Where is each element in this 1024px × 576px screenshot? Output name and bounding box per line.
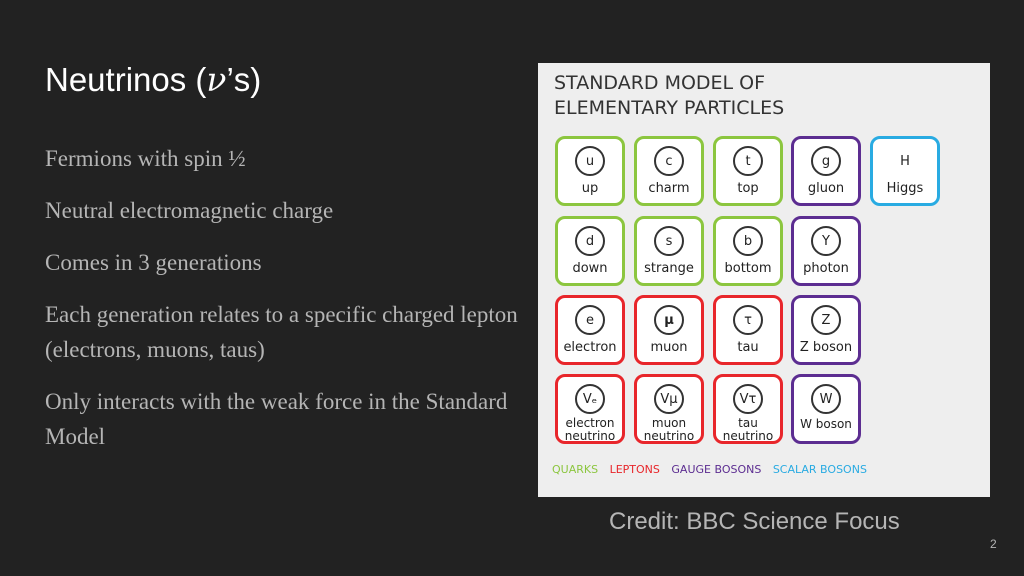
particle-name: strange xyxy=(644,261,694,276)
nu-symbol: ν xyxy=(206,60,227,99)
particle-card-charm: c charm xyxy=(634,136,704,206)
particle-symbol: c xyxy=(654,146,684,176)
particle-symbol: Vτ xyxy=(733,384,763,414)
legend-gauge-bosons: GAUGE BOSONS xyxy=(671,463,762,476)
particle-card-electron: e electron xyxy=(555,295,625,365)
particle-symbol: b xyxy=(733,226,763,256)
particle-card-down: d down xyxy=(555,216,625,286)
particle-name-line-1: muon xyxy=(651,416,687,430)
particle-name: tau neutrino xyxy=(716,417,780,443)
title-text: Neutrinos ( xyxy=(45,61,207,98)
particle-symbol: u xyxy=(575,146,605,176)
image-credit: Credit: BBC Science Focus xyxy=(609,508,900,535)
particle-name-line-1: tau xyxy=(738,416,758,430)
particle-card-strange: s strange xyxy=(634,216,704,286)
standard-model-figure: STANDARD MODEL OF ELEMENTARY PARTICLES u… xyxy=(538,63,990,497)
particle-card-muon: μ muon xyxy=(634,295,704,365)
particle-name: up xyxy=(581,181,599,196)
particle-symbol: t xyxy=(733,146,763,176)
particle-symbol: Z xyxy=(811,305,841,335)
particle-name-line-2: neutrino xyxy=(722,429,774,443)
bullet-spin: Fermions with spin ½ xyxy=(45,146,246,171)
particle-symbol: W xyxy=(811,384,841,414)
particle-name: electron xyxy=(563,340,617,355)
slide-title: Neutrinos (ν’s) xyxy=(45,60,261,99)
particle-symbol: e xyxy=(575,305,605,335)
legend-quarks: QUARKS xyxy=(552,463,599,476)
legend-leptons: LEPTONS xyxy=(609,463,660,476)
particle-name: W boson xyxy=(800,417,852,431)
particle-name: Higgs xyxy=(886,181,924,196)
particle-symbol: Vμ xyxy=(654,384,684,414)
particle-card-tau-neutrino: Vτ tau neutrino xyxy=(713,374,783,444)
particle-card-higgs: H Higgs xyxy=(870,136,940,206)
particle-name-line-2: neutrino xyxy=(643,429,695,443)
particle-symbol: μ xyxy=(654,305,684,335)
particle-name: muon xyxy=(650,340,688,355)
particle-card-bottom: b bottom xyxy=(713,216,783,286)
particle-card-muon-neutrino: Vμ muon neutrino xyxy=(634,374,704,444)
figure-legend: QUARKS LEPTONS GAUGE BOSONS SCALAR BOSON… xyxy=(552,463,875,476)
bullet-weak-force: Only interacts with the weak force in th… xyxy=(45,389,508,449)
bullet-list: Fermions with spin ½ Neutral electromagn… xyxy=(45,141,525,471)
particle-card-photon: Y photon xyxy=(791,216,861,286)
particle-name: bottom xyxy=(724,261,772,276)
particle-card-z-boson: Z Z boson xyxy=(791,295,861,365)
particle-name-line-1: electron xyxy=(565,416,615,430)
figure-title-line-1: STANDARD MODEL OF xyxy=(554,72,766,94)
particle-card-tau: τ tau xyxy=(713,295,783,365)
particle-name: electron neutrino xyxy=(558,417,622,443)
bullet-generations: Comes in 3 generations xyxy=(45,250,262,275)
particle-symbol: s xyxy=(654,226,684,256)
particle-symbol: τ xyxy=(733,305,763,335)
particle-name: muon neutrino xyxy=(637,417,701,443)
particle-card-w-boson: W W boson xyxy=(791,374,861,444)
figure-title-line-2: ELEMENTARY PARTICLES xyxy=(554,97,785,119)
particle-card-up: u up xyxy=(555,136,625,206)
particle-symbol: d xyxy=(575,226,605,256)
particle-name: charm xyxy=(648,181,690,196)
figure-title: STANDARD MODEL OF ELEMENTARY PARTICLES xyxy=(554,71,784,121)
particle-symbol: g xyxy=(811,146,841,176)
particle-name: Z boson xyxy=(799,340,853,355)
particle-name: gluon xyxy=(807,181,845,196)
page-number: 2 xyxy=(990,537,997,551)
bullet-charge: Neutral electromagnetic charge xyxy=(45,198,334,223)
particle-name: photon xyxy=(803,261,849,276)
particle-card-electron-neutrino: Vₑ electron neutrino xyxy=(555,374,625,444)
particle-card-top: t top xyxy=(713,136,783,206)
legend-scalar-bosons: SCALAR BOSONS xyxy=(772,463,867,476)
particle-symbol: H xyxy=(900,153,910,169)
particle-name: top xyxy=(737,181,759,196)
particle-name-line-2: neutrino xyxy=(564,429,616,443)
particle-symbol: Vₑ xyxy=(575,384,605,414)
bullet-charged-lepton: Each generation relates to a specific ch… xyxy=(45,302,518,362)
particle-name: tau xyxy=(737,340,759,355)
title-suffix: ’s) xyxy=(226,61,262,98)
particle-name: down xyxy=(572,261,608,276)
particle-symbol: Y xyxy=(811,226,841,256)
particle-card-gluon: g gluon xyxy=(791,136,861,206)
